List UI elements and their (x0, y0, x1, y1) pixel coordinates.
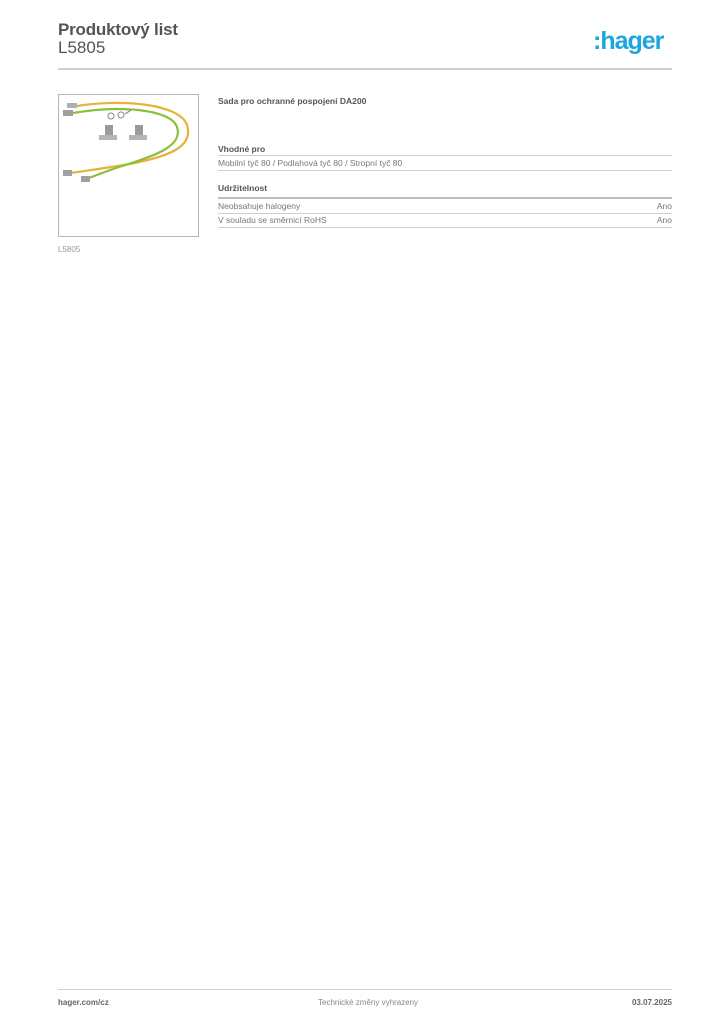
footer-date: 03.07.2025 (631, 998, 672, 1007)
hager-logo: :hager (593, 27, 664, 55)
section-heading-suitable-for: Vhodné pro (218, 144, 266, 154)
page-title: Produktový list (58, 20, 178, 39)
footer-notice: Technické změny vyhrazeny (318, 998, 419, 1007)
footer-divider (58, 989, 672, 990)
row-divider (218, 227, 672, 228)
spec-label-rohs: V souladu se směrnicí RoHS (218, 215, 327, 225)
product-image (58, 94, 199, 237)
spec-label-halogen-free: Neobsahuje halogeny (218, 201, 301, 211)
footer-website-link[interactable]: hager.com/cz (58, 998, 109, 1007)
section-divider (218, 155, 672, 156)
row-divider (218, 213, 672, 214)
image-caption: L5805 (58, 245, 81, 254)
spec-value-halogen-free: Ano (656, 201, 672, 211)
row-divider (218, 170, 672, 171)
product-name: Sada pro ochranné pospojení DA200 (218, 96, 367, 106)
header-divider (58, 68, 672, 70)
cable-set-illustration (63, 101, 190, 182)
section-heading-sustainability: Udržitelnost (218, 183, 268, 193)
product-code: L5805 (58, 38, 106, 57)
spec-value-rohs: Ano (656, 215, 672, 225)
section-divider (218, 197, 672, 199)
suitable-for-value: Mobilní tyč 80 / Podlahová tyč 80 / Stro… (218, 158, 403, 168)
